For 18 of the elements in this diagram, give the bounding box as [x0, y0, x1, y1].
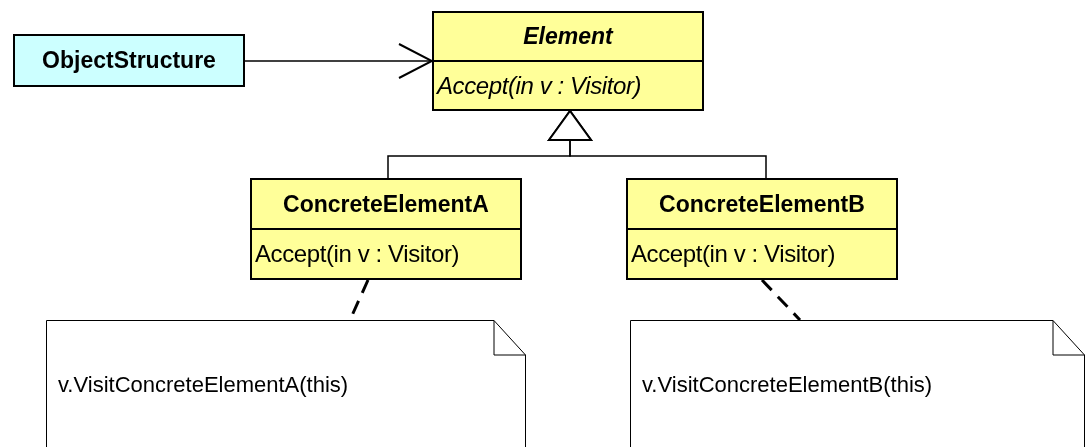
note-link	[760, 278, 802, 322]
note-box	[630, 320, 1085, 447]
generalization-arrow	[548, 110, 767, 179]
class-box	[626, 178, 898, 280]
operation-text: Accept(in v : Visitor)	[255, 240, 460, 268]
operation-text: Accept(in v : Visitor)	[437, 71, 642, 100]
class-name: ConcreteElementB	[659, 190, 865, 218]
association-arrow	[244, 43, 433, 79]
note-box	[46, 320, 526, 447]
class-box	[250, 178, 522, 280]
class-box	[13, 34, 245, 87]
class-box	[432, 11, 704, 111]
note-text: v.VisitConcreteElementB(this)	[642, 372, 933, 398]
note-text: v.VisitConcreteElementA(this)	[58, 372, 349, 398]
operation-text: Accept(in v : Visitor)	[631, 240, 836, 268]
class-name: ConcreteElementA	[283, 190, 489, 218]
class-name: ObjectStructure	[42, 47, 216, 74]
class-name: Element	[523, 23, 613, 50]
